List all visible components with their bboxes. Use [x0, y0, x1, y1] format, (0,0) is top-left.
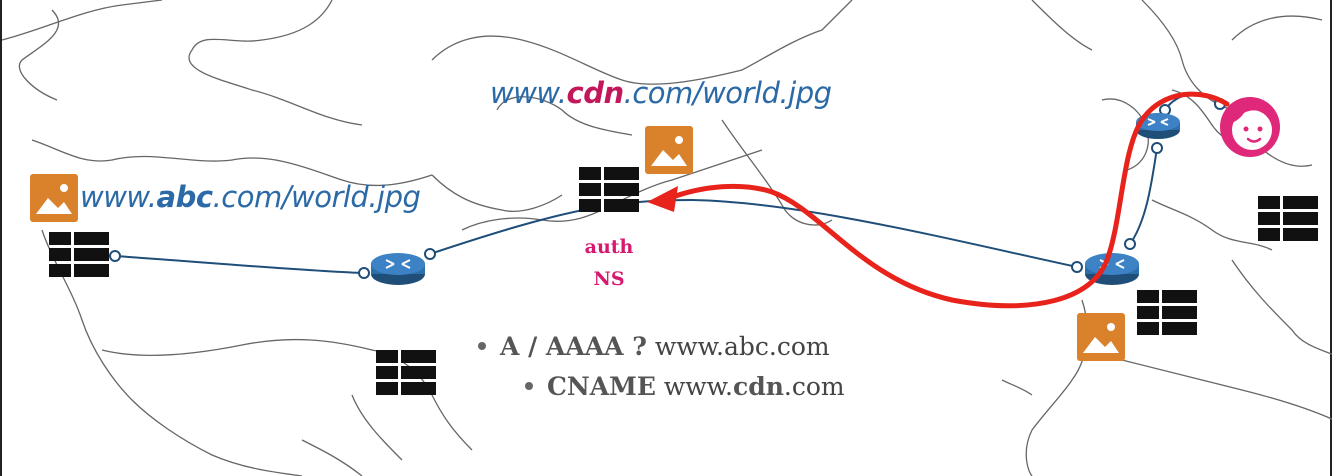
endpoint-circle [358, 267, 370, 279]
endpoint-circle [109, 250, 121, 262]
server-rack-icon [1258, 196, 1318, 241]
link-endpoints [109, 98, 1226, 279]
auth-ns-label: auth NS [577, 236, 641, 290]
server-rack-icon [579, 167, 639, 212]
endpoint-circle [424, 248, 436, 260]
origin-url-prefix: www. [80, 180, 157, 214]
dns-answer-prefix: www. [663, 372, 734, 401]
link-router-to-auth-ns [429, 198, 1078, 268]
cdn-url-prefix: www. [490, 76, 567, 110]
server-rack-icon [376, 350, 436, 395]
router-icon [371, 253, 425, 285]
auth-ns-line1: auth [584, 236, 634, 258]
cdn-url-suffix: .com/world.jpg [623, 76, 832, 110]
image-icon [645, 126, 693, 174]
endpoint-circle [1151, 142, 1163, 154]
dns-answer-type: CNAME [547, 372, 656, 401]
dns-answer-line: CNAME www.cdn.com [525, 372, 845, 401]
endpoint-circle [1124, 238, 1136, 250]
server-rack-icon [49, 232, 109, 277]
origin-url-label: www.abc.com/world.jpg [80, 180, 421, 214]
cdn-url-domain: cdn [566, 76, 625, 110]
origin-url-domain: abc [156, 180, 214, 214]
router-icon [1136, 113, 1180, 139]
dns-query-line: A / AAAA ? www.abc.com [478, 332, 830, 361]
user-icon [1220, 97, 1280, 157]
image-icon [30, 174, 78, 222]
router-icon [1085, 253, 1139, 285]
image-icon [1077, 313, 1125, 361]
auth-ns-line2: NS [593, 268, 625, 290]
dns-answer-domain: cdn [733, 372, 784, 401]
link-europe-router-to-uk-router [1129, 147, 1158, 245]
dns-query-type: A / AAAA ? [500, 332, 647, 361]
dns-request-arrow [647, 91, 1230, 309]
server-rack-icon [1137, 290, 1197, 335]
link-west-server-to-router [114, 255, 363, 274]
dns-query-name: www.abc.com [654, 332, 830, 361]
bullet-icon [478, 341, 486, 350]
dns-answer-suffix: .com [783, 372, 845, 401]
endpoint-circle [1071, 261, 1083, 273]
origin-url-suffix: .com/world.jpg [212, 180, 421, 214]
bullet-icon [525, 381, 533, 390]
cdn-url-label: www.cdn.com/world.jpg [490, 76, 832, 110]
